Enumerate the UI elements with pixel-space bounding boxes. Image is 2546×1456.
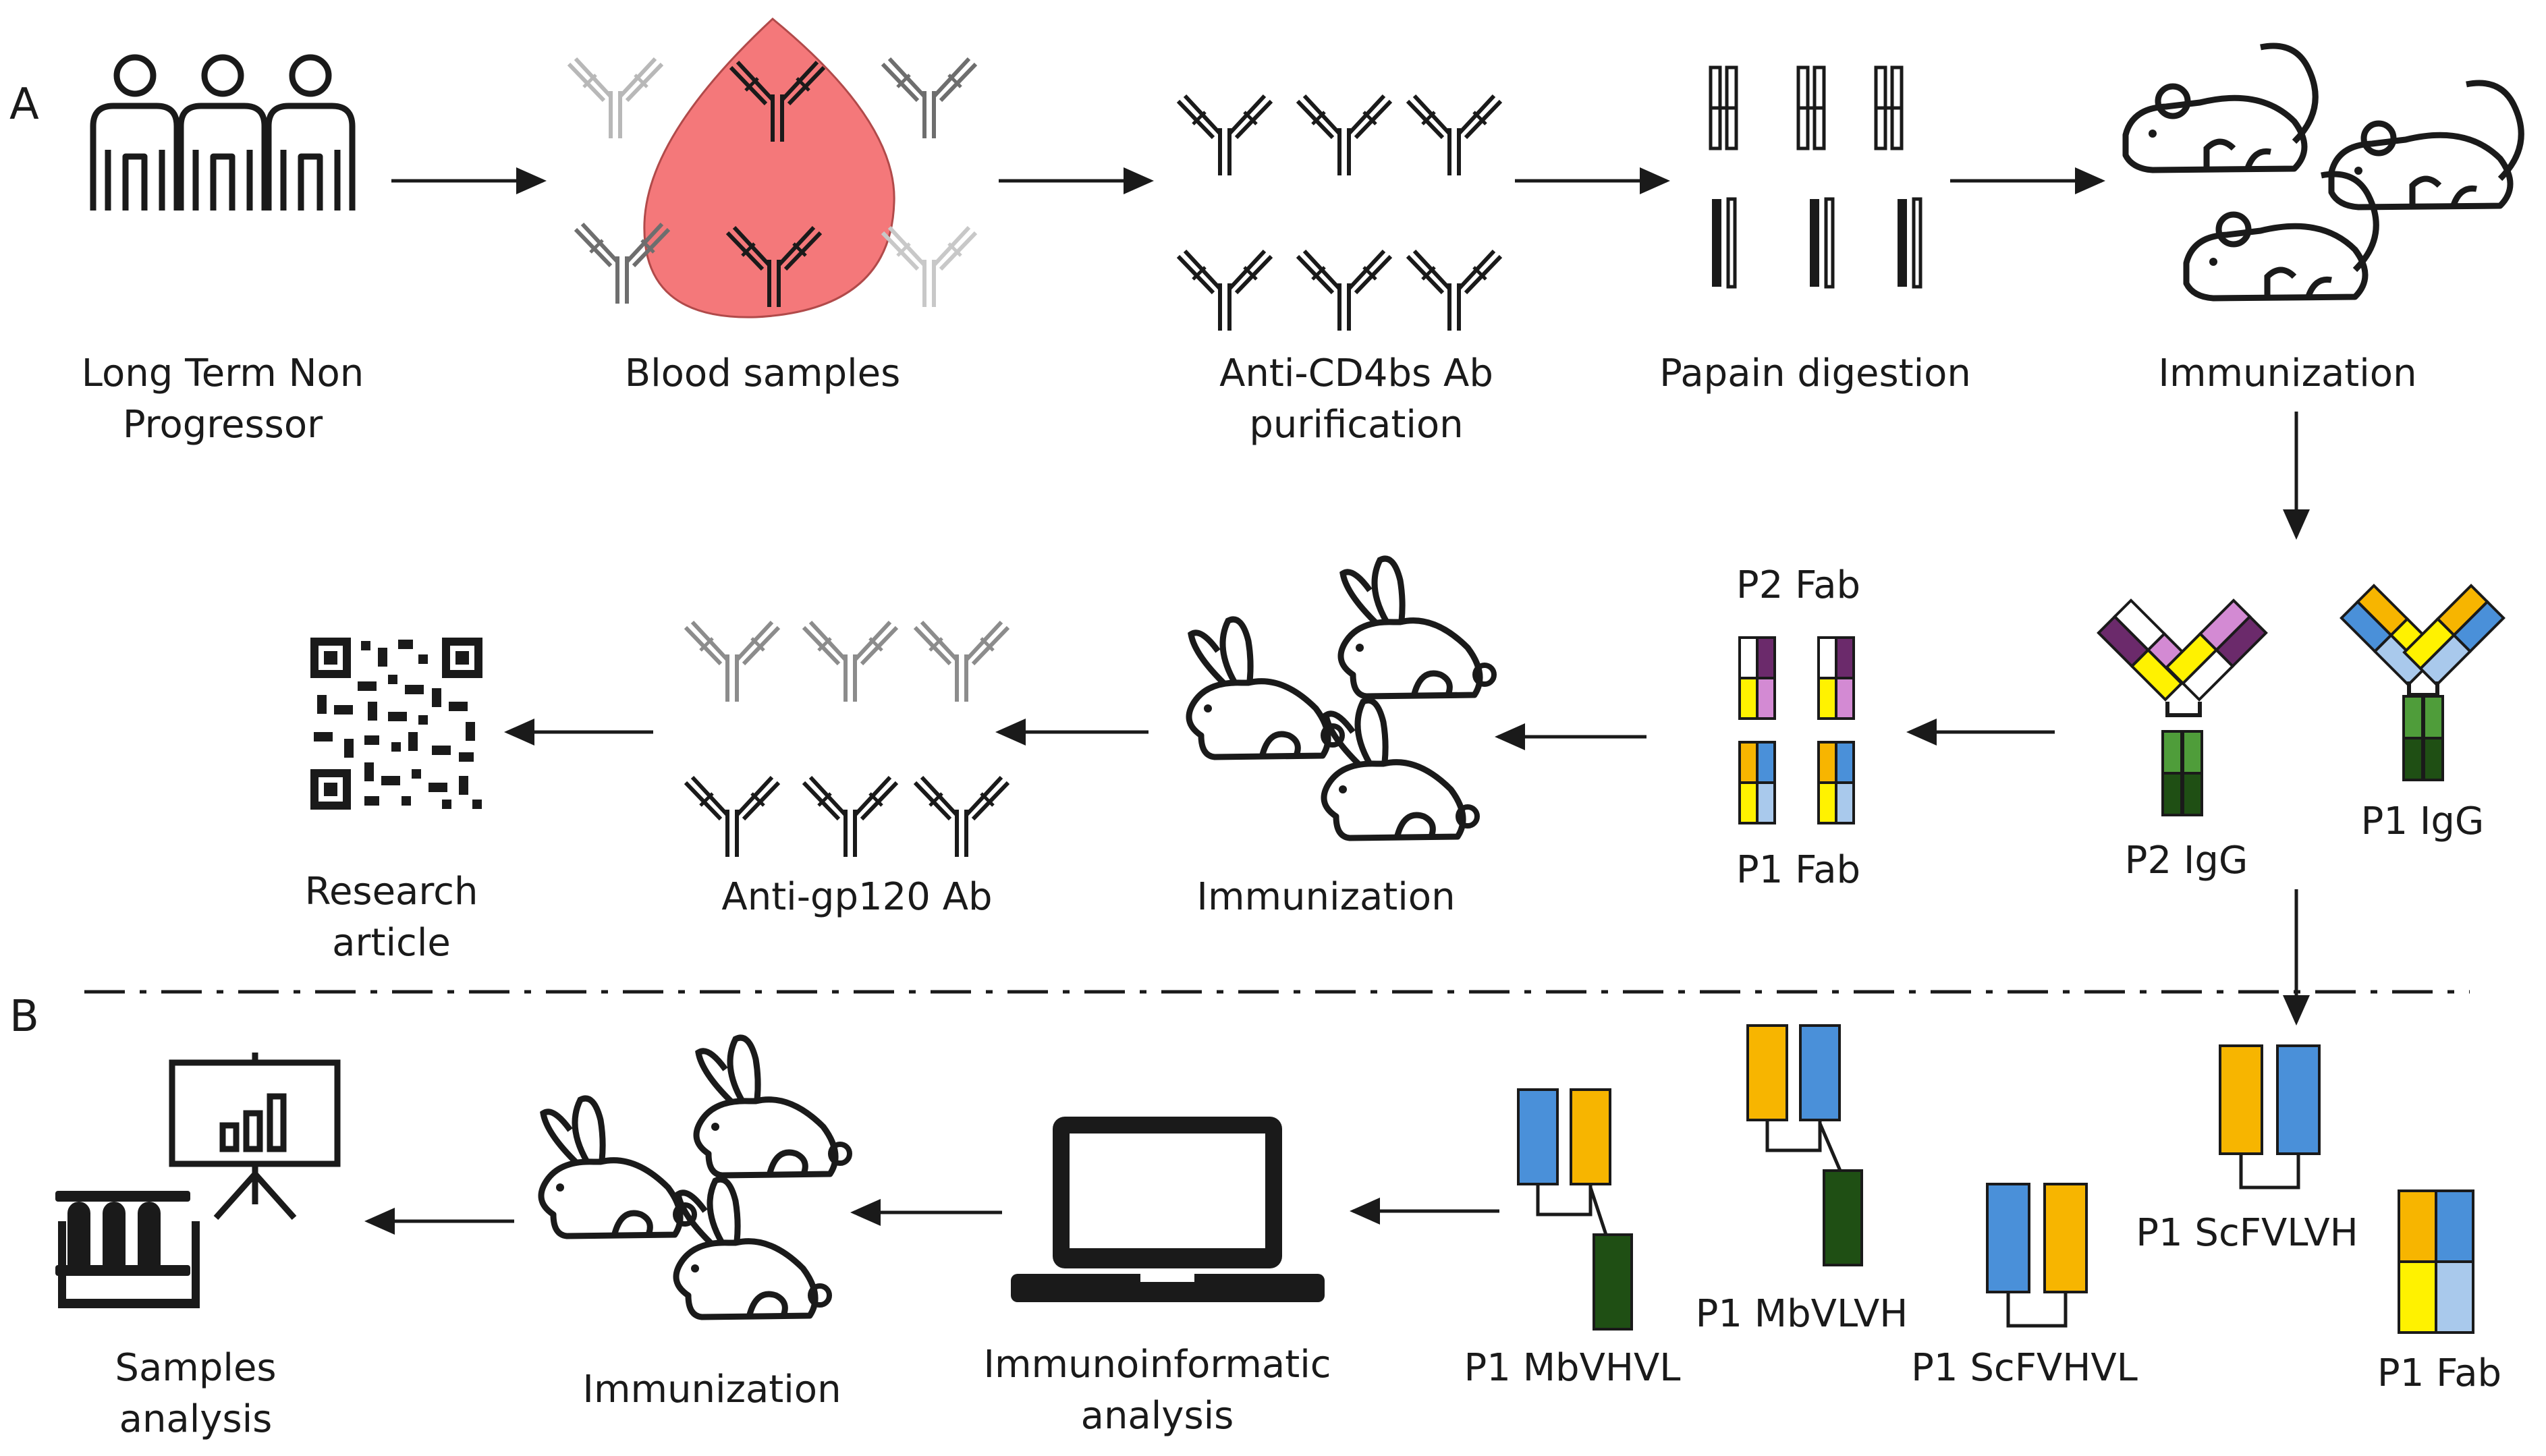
antibody-icon: [686, 622, 1008, 702]
label-p1-fab-b: P1 Fab: [2377, 1351, 2502, 1395]
label-p1-mbvlvh: P1 MbVLVH: [1695, 1292, 1908, 1336]
antibody-icon: [883, 59, 976, 138]
laptop-icon: [1011, 1117, 1325, 1302]
antibody-icon: [1178, 96, 1501, 331]
rabbit-icon: [541, 1038, 850, 1317]
presentation-board-icon: [169, 1053, 341, 1220]
mouse-icon: [2126, 46, 2521, 298]
person-icon: [93, 57, 352, 211]
arrow-icon: [391, 167, 2310, 540]
test-tubes-icon: [55, 1191, 200, 1308]
p2-igg-icon: [2097, 598, 2268, 816]
panel-label-b: B: [9, 992, 39, 1042]
p1-fab-icon: [1738, 741, 1855, 824]
label-immunization-mice: Immunization: [2158, 352, 2417, 395]
label-p1-mbvhvl: P1 MbVHVL: [1464, 1346, 1681, 1390]
fc-fragment-icon: [1712, 199, 1920, 287]
panel-label-a: A: [9, 80, 39, 130]
label-anti-gp120: Anti-gp120 Ab: [721, 875, 993, 919]
antibody-icon: [569, 59, 662, 138]
label-papain: Papain digestion: [1659, 352, 1971, 395]
label-purification: Anti-CD4bs Ab purification: [1219, 352, 1493, 447]
antibody-icon: [686, 777, 1008, 857]
arrow-icon: [504, 719, 2310, 1026]
p1-mbvlvh-icon: [1746, 1024, 1863, 1266]
p1-mbvhvl-icon: [1517, 1088, 1633, 1331]
antibody-icon: [883, 227, 976, 307]
label-blood-samples: Blood samples: [624, 352, 901, 395]
blood-drop-icon: [643, 18, 895, 318]
label-research-article: Research article: [304, 870, 478, 965]
label-p1-fab: P1 Fab: [1736, 848, 1861, 892]
label-immunization-rabbits-b: Immunization: [582, 1368, 841, 1411]
label-p1-scfvhvl: P1 ScFVHVL: [1911, 1346, 2138, 1390]
label-immunoinformatic: Immunoinformatic analysis: [983, 1343, 1331, 1438]
arrow-icon: [364, 1198, 1499, 1235]
p2-fab-icon: [1738, 636, 1855, 720]
rabbit-icon: [1189, 559, 1494, 838]
label-ltnp: Long Term Non Progressor: [81, 352, 364, 447]
p1-fab-icon: [2398, 1189, 2474, 1334]
label-p1-igg: P1 IgG: [2360, 800, 2485, 843]
p1-scfvhvl-icon: [1986, 1183, 2088, 1328]
fab-fragment-icon: [1711, 67, 1902, 148]
qr-code-icon: [310, 638, 482, 810]
label-samples-analysis: Samples analysis: [115, 1346, 277, 1441]
label-p2-igg: P2 IgG: [2124, 839, 2248, 883]
label-p1-scfvlvh: P1 ScFVLVH: [2136, 1211, 2358, 1255]
p1-scfvlvh-icon: [2219, 1044, 2321, 1189]
p1-igg-icon: [2340, 584, 2506, 781]
label-p2-fab: P2 Fab: [1736, 563, 1861, 607]
label-immunization-rabbits-a: Immunization: [1196, 875, 1456, 919]
